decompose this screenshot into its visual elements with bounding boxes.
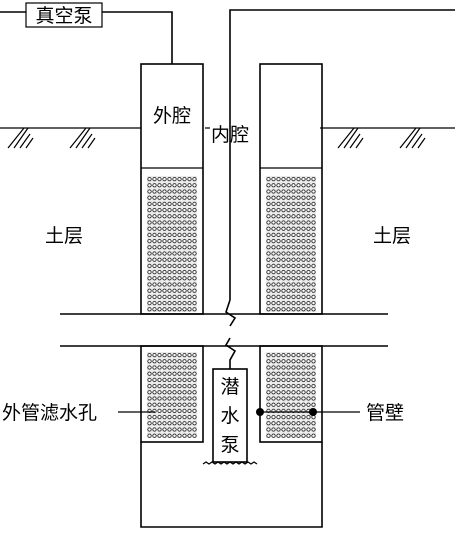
outer-filter-holes-label: 外管滤水孔 (2, 402, 97, 424)
inner-pipe-break-lower (224, 337, 237, 369)
filter-holes-right-upper (266, 176, 316, 312)
vacuum-pump-box (25, 2, 103, 28)
pipe-wall-dot-outer (309, 408, 317, 416)
sump-bottom (140, 442, 323, 528)
submersible-pump-label-3: 泵 (220, 434, 239, 456)
submersible-pump: 潜 水 泵 (202, 368, 258, 465)
soil-hatching-right (337, 127, 426, 149)
outer-pipe-lower (140, 345, 323, 528)
submersible-pump-label-2: 水 (220, 405, 239, 427)
left-wall-lower (140, 345, 204, 443)
soil-hatching-left (7, 127, 96, 149)
vacuum-pump: 真空泵 (25, 2, 103, 28)
inner-cavity-label: 内腔 (211, 124, 249, 146)
filter-holes-left-lower (147, 352, 197, 438)
right-wall-lower (259, 345, 323, 443)
soil-layer-right-label: 土层 (373, 225, 411, 247)
vacuum-suction-line (102, 11, 173, 64)
ground-surface (0, 127, 455, 149)
pipe-wall-dot-inner (256, 408, 264, 416)
filter-holes-right-lower (266, 352, 316, 438)
submersible-pump-label-1: 潜 (220, 376, 239, 398)
outer-pipe-upper: 外腔 内腔 (140, 63, 323, 315)
vacuum-pump-label: 真空泵 (35, 5, 92, 27)
filter-holes-left-upper (147, 176, 197, 312)
inner-discharge-pipe (229, 9, 455, 300)
outer-cavity-label: 外腔 (153, 105, 191, 127)
pipe-wall-label: 管壁 (366, 402, 404, 424)
water-level-line (202, 461, 258, 465)
soil-layer-left-label: 土层 (45, 225, 83, 247)
inner-pipe-break-upper (225, 299, 237, 327)
